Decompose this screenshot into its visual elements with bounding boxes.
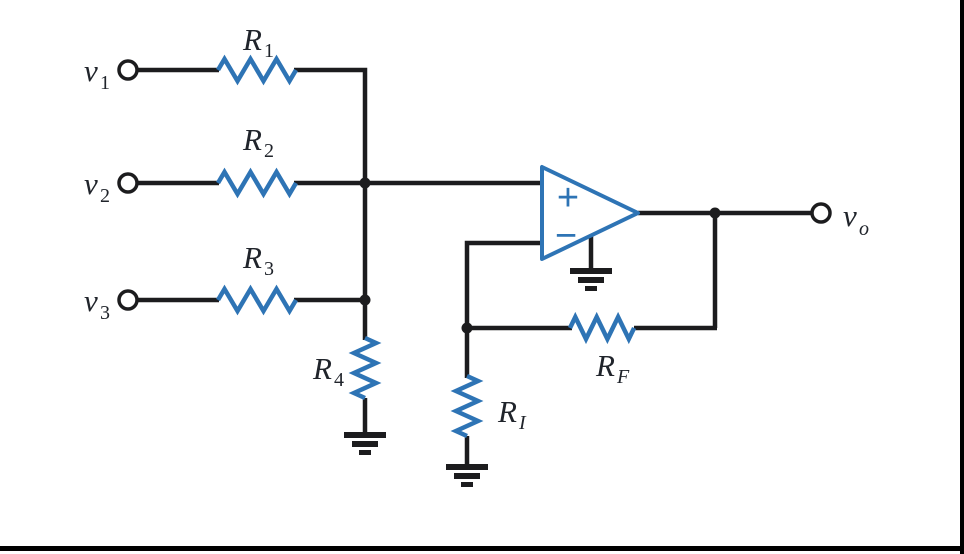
ground-icon-opamp bbox=[570, 268, 612, 291]
label-v1: v 1 bbox=[84, 53, 110, 94]
ground-bar bbox=[352, 441, 378, 447]
opamp-plus-sign: + bbox=[557, 177, 579, 219]
label-v1-sub: 1 bbox=[100, 72, 110, 94]
label-r3-base: R bbox=[242, 240, 262, 275]
page-border-bottom bbox=[0, 546, 964, 551]
resistor-r3 bbox=[216, 284, 298, 316]
opamp: + − bbox=[540, 165, 640, 261]
ground-icon-r4 bbox=[344, 432, 386, 455]
label-r4-sub: 4 bbox=[334, 369, 344, 391]
label-rf: R F bbox=[595, 348, 630, 388]
label-r1-sub: 1 bbox=[264, 40, 274, 62]
label-v2: v 2 bbox=[84, 166, 110, 207]
label-ri-sub: I bbox=[518, 412, 527, 434]
wire-r1-to-bus bbox=[294, 67, 368, 300]
label-v3-base: v bbox=[84, 283, 98, 318]
label-v1-base: v bbox=[84, 53, 98, 88]
label-rf-sub: F bbox=[616, 366, 630, 388]
label-r3-sub: 3 bbox=[264, 258, 274, 280]
junction-dot bbox=[359, 294, 371, 306]
ground-bar bbox=[446, 464, 488, 470]
input-terminal-v3 bbox=[117, 289, 139, 311]
wire-inverting-input bbox=[464, 240, 542, 328]
input-terminal-v1 bbox=[117, 59, 139, 81]
input-terminal-v2 bbox=[117, 172, 139, 194]
label-v3: v 3 bbox=[84, 283, 110, 324]
label-vo: v o bbox=[843, 198, 869, 240]
label-v2-sub: 2 bbox=[100, 185, 110, 207]
opamp-minus-sign: − bbox=[555, 215, 577, 257]
ground-bar bbox=[454, 473, 480, 479]
junction-dot bbox=[461, 322, 473, 334]
label-ri-base: R bbox=[497, 394, 517, 429]
label-r4-base: R bbox=[312, 351, 332, 386]
page-border-right bbox=[960, 0, 964, 554]
wires bbox=[138, 67, 813, 465]
label-rf-base: R bbox=[595, 348, 615, 383]
ground-bar bbox=[570, 268, 612, 274]
resistor-r2 bbox=[216, 167, 298, 199]
label-r1: R 1 bbox=[242, 22, 274, 62]
opamp-triangle bbox=[540, 165, 640, 261]
resistor-r1 bbox=[216, 54, 298, 86]
ground-icon-ri bbox=[446, 464, 488, 487]
label-r2-sub: 2 bbox=[264, 140, 274, 162]
label-r3: R 3 bbox=[242, 240, 274, 280]
ground-bar bbox=[578, 277, 604, 283]
label-r2: R 2 bbox=[242, 122, 274, 162]
resistors bbox=[216, 54, 637, 439]
label-r4: R 4 bbox=[312, 351, 344, 391]
junction-dot bbox=[709, 207, 721, 219]
label-vo-sub: o bbox=[859, 218, 869, 240]
label-v3-sub: 3 bbox=[100, 302, 110, 324]
ground-bar bbox=[359, 450, 371, 455]
label-ri: R I bbox=[497, 394, 527, 434]
junction-dot bbox=[359, 177, 371, 189]
ground-bar bbox=[585, 286, 597, 291]
resistor-r4 bbox=[348, 335, 382, 401]
label-vo-base: v bbox=[843, 198, 857, 233]
label-r2-base: R bbox=[242, 122, 262, 157]
resistor-rf bbox=[567, 311, 637, 345]
resistor-ri bbox=[450, 373, 484, 439]
ground-bar bbox=[344, 432, 386, 438]
label-v2-base: v bbox=[84, 166, 98, 201]
output-terminal-vo bbox=[810, 202, 832, 224]
ground-bar bbox=[461, 482, 473, 487]
label-r1-base: R bbox=[242, 22, 262, 57]
